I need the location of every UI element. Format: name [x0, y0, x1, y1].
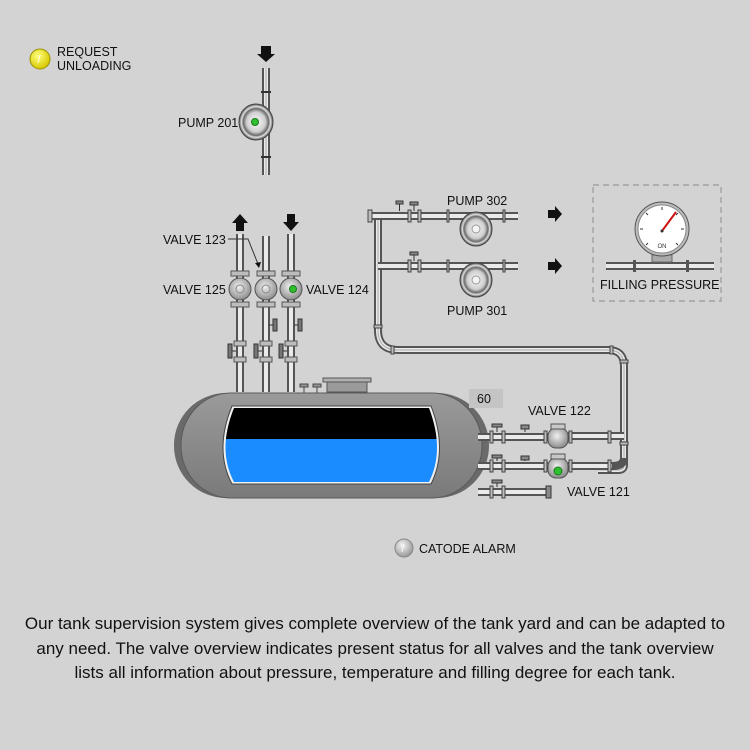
valve-risers — [227, 214, 303, 392]
tank-outlet-pipes — [478, 423, 628, 499]
leader-arrowhead-icon — [255, 262, 261, 268]
valve-icon — [254, 277, 278, 301]
status-led-icon — [289, 285, 297, 293]
tank-empty-space — [225, 408, 437, 439]
request-label-line2: UNLOADING — [57, 59, 131, 73]
pump-manifold-pipes — [367, 200, 629, 474]
valve-122-label: VALVE 122 — [528, 404, 591, 418]
pump-301-label: PUMP 301 — [447, 304, 507, 318]
valve-121[interactable] — [547, 453, 569, 479]
valve-122[interactable] — [547, 423, 569, 449]
alarm-light-icon — [394, 538, 414, 558]
description-caption: Our tank supervision system gives comple… — [24, 614, 726, 682]
gauge-unit-text: ON — [658, 244, 667, 250]
valve-121-label: VALVE 121 — [567, 485, 630, 499]
tank-level-readout-bg — [469, 389, 503, 408]
pump-302[interactable] — [459, 211, 493, 247]
valve-125-label: VALVE 125 — [163, 283, 226, 297]
flow-up-arrow-icon — [232, 214, 248, 231]
filling-pressure-label: FILLING PRESSURE — [600, 278, 719, 292]
status-led-icon — [553, 466, 563, 476]
flow-down-arrow-icon — [283, 214, 299, 231]
flow-down-arrow-icon — [257, 46, 275, 62]
pressure-gauge-icon: ON — [634, 201, 690, 257]
dashed-border — [592, 184, 722, 302]
pump-302-label: PUMP 302 — [447, 194, 507, 208]
valve-icon — [228, 277, 252, 301]
catode-alarm-indicator[interactable]: / CATODE ALARM — [394, 538, 516, 558]
pump-301[interactable] — [459, 262, 493, 298]
valve-124[interactable] — [279, 277, 303, 301]
exclamation-icon: / — [402, 544, 405, 555]
catode-alarm-label: CATODE ALARM — [419, 542, 516, 556]
request-label-line1: REQUEST — [57, 45, 118, 59]
pump-201[interactable] — [238, 103, 274, 141]
tank-liquid-level — [225, 439, 437, 482]
valve-123-leader-line — [228, 238, 259, 265]
valve-123-label: VALVE 123 — [163, 233, 226, 247]
filling-pressure-panel[interactable]: ON FILLING PRESSURE — [592, 184, 722, 302]
exclamation-icon: / — [38, 54, 42, 66]
gauge-needle — [661, 211, 677, 232]
valve-123[interactable] — [254, 277, 278, 301]
valve-124-label: VALVE 124 — [306, 283, 369, 297]
status-led-icon — [251, 118, 259, 126]
flow-right-arrow-icon — [548, 206, 562, 222]
tank-level-readout: 60 — [477, 392, 491, 406]
valve-icon — [547, 427, 569, 449]
warning-light-icon — [29, 48, 51, 70]
request-unloading-indicator[interactable]: / REQUEST UNLOADING — [29, 45, 131, 73]
valve-125[interactable] — [228, 277, 252, 301]
flow-right-arrow-icon — [548, 258, 562, 274]
pump-201-label: PUMP 201 — [178, 116, 238, 130]
storage-tank[interactable] — [174, 377, 489, 499]
